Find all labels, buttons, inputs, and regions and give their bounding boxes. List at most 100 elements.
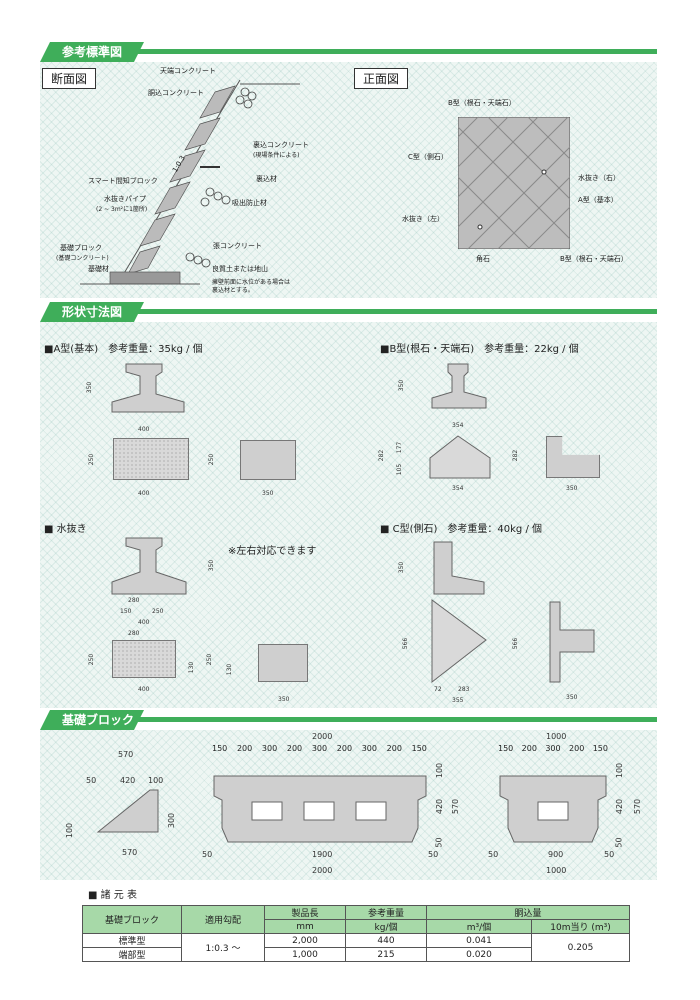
drain-dim-130: 130 <box>188 661 196 674</box>
c-dim-h: 350 <box>398 561 406 574</box>
type-c-side <box>549 601 595 683</box>
section-title: 参考標準図 <box>40 42 144 62</box>
drain-dim-150: 150 <box>120 608 132 615</box>
fl-r420: 420 <box>435 798 445 815</box>
b-dim-d1: 177 <box>396 441 404 454</box>
type-b-section <box>431 363 487 409</box>
label-crown-concrete: 天端コンクリート <box>160 67 216 75</box>
fl-b50: 50 <box>202 850 213 859</box>
fs-100: 100 <box>148 776 164 785</box>
front-view-drawing <box>458 117 570 249</box>
th-10m: 10m当り (m³) <box>531 919 630 934</box>
row-length: 1,000 <box>264 947 346 962</box>
drain-dim-400: 400 <box>138 619 150 626</box>
fs-50: 50 <box>86 776 97 785</box>
a-dim-w: 400 <box>138 426 150 433</box>
type-a-title: ■A型(基本) 参考重量：35kg / 個 <box>44 344 203 355</box>
drain-section <box>111 537 187 595</box>
fl-part: 150 <box>411 744 427 753</box>
section-header-shape: 形状寸法図 <box>40 302 657 322</box>
drain-side <box>258 644 308 682</box>
foundation-long-drawing <box>213 775 427 843</box>
fsh-part: 150 <box>498 744 514 753</box>
fsh-part: 150 <box>592 744 608 753</box>
drain-dim-250: 250 <box>152 608 164 615</box>
section-header-foundation: 基礎ブロック <box>40 710 657 730</box>
label-smart-block: スマート間知ブロック <box>88 177 158 185</box>
cross-section-drawing <box>80 79 300 285</box>
th-mm: mm <box>264 919 346 934</box>
foundation-short-drawing <box>499 775 607 843</box>
label-backfill: 裏込材 <box>256 175 277 183</box>
front-label-c: C型（側石） <box>408 153 448 161</box>
label-good-soil: 良質土または地山 <box>212 265 268 273</box>
label-suction-prevent: 吸出防止材 <box>232 199 267 207</box>
a-dim-h: 350 <box>86 381 94 394</box>
label-filling-concrete: 胴込コンクリート <box>148 89 204 97</box>
b-dim-side-h: 282 <box>512 449 520 462</box>
fs-570: 570 <box>118 750 134 759</box>
label-foundation-concrete: (基礎コンクリート) <box>56 255 109 262</box>
spec-title: ■ 諸 元 表 <box>88 890 137 901</box>
fsh-r50: 50 <box>614 837 624 848</box>
a-dim-d: 250 <box>88 453 96 466</box>
section-header-reference: 参考標準図 <box>40 42 657 62</box>
fl-part: 300 <box>261 744 278 753</box>
row-10m: 0.205 <box>531 933 630 962</box>
fsh-r420: 420 <box>615 798 625 815</box>
type-b-title: ■B型(根石・天端石) 参考重量：22kg / 個 <box>380 344 579 355</box>
front-label-a: A型（基本） <box>578 196 618 204</box>
fl-b50b: 50 <box>428 850 439 859</box>
fl-r570: 570 <box>451 798 461 815</box>
spec-table: 基礎ブロック 適用勾配 製品長 参考重量 胴込量 mm kg/個 m³/個 10… <box>82 905 630 962</box>
front-label-drain-right: 水抜き（右） <box>578 174 620 182</box>
th-m3: m³/個 <box>426 919 532 934</box>
label-drain-pipe: 水抜きパイプ <box>104 195 146 203</box>
th-weight: 参考重量 <box>345 905 427 920</box>
fsh-part: 200 <box>569 744 585 753</box>
fsh-parts: 150 200 300 200 150 <box>498 744 608 753</box>
th-slope: 適用勾配 <box>181 905 265 934</box>
fsh-total2: 1000 <box>546 866 567 875</box>
fsh-part: 300 <box>545 744 561 753</box>
fl-part: 150 <box>212 744 228 753</box>
b-dim-w: 354 <box>452 422 464 429</box>
c-dim-566: 566 <box>402 637 410 650</box>
type-a-section <box>111 363 185 413</box>
row-weight: 215 <box>345 947 427 962</box>
b-dim-d2: 105 <box>396 463 404 476</box>
type-c-section <box>433 541 485 595</box>
type-b-plan <box>429 435 491 479</box>
fl-r50: 50 <box>434 837 444 848</box>
fsh-r570: 570 <box>633 798 643 815</box>
c-dim-283: 283 <box>458 686 470 693</box>
c-dim-72: 72 <box>434 686 442 693</box>
b-dim-h: 350 <box>398 379 406 392</box>
drain-dim-250b: 250 <box>88 653 96 666</box>
c-dim-side-h: 566 <box>512 637 520 650</box>
fl-b1900: 1900 <box>312 850 333 859</box>
label-water-note-2: 裏込材とする。 <box>212 287 254 294</box>
drain-dim-280b: 280 <box>128 630 140 637</box>
drain-dim-280: 280 <box>128 597 140 604</box>
fs-300: 300 <box>167 812 177 829</box>
label-drain-interval: (2 ~ 3m²に1箇所) <box>96 206 148 213</box>
fl-total2: 2000 <box>312 866 333 875</box>
a-dim-side-h: 250 <box>208 453 216 466</box>
fl-part: 200 <box>236 744 253 753</box>
fl-part: 200 <box>336 744 353 753</box>
fsh-part: 200 <box>521 744 537 753</box>
label-base-material: 基礎材 <box>88 265 109 273</box>
cross-section-title: 断面図 <box>42 68 97 89</box>
row-length: 2,000 <box>264 933 346 948</box>
fsh-b50: 50 <box>488 850 499 859</box>
front-view-title: 正面図 <box>354 68 409 89</box>
label-foundation-block: 基礎ブロック <box>60 244 102 252</box>
th-block: 基礎ブロック <box>82 905 182 934</box>
front-label-corner: 角石 <box>476 255 490 263</box>
row-weight: 440 <box>345 933 427 948</box>
row-m3: 0.041 <box>426 933 532 948</box>
b-dim-side-w: 350 <box>566 485 578 492</box>
fs-570b: 570 <box>122 848 138 857</box>
row-name: 標準型 <box>82 933 182 948</box>
